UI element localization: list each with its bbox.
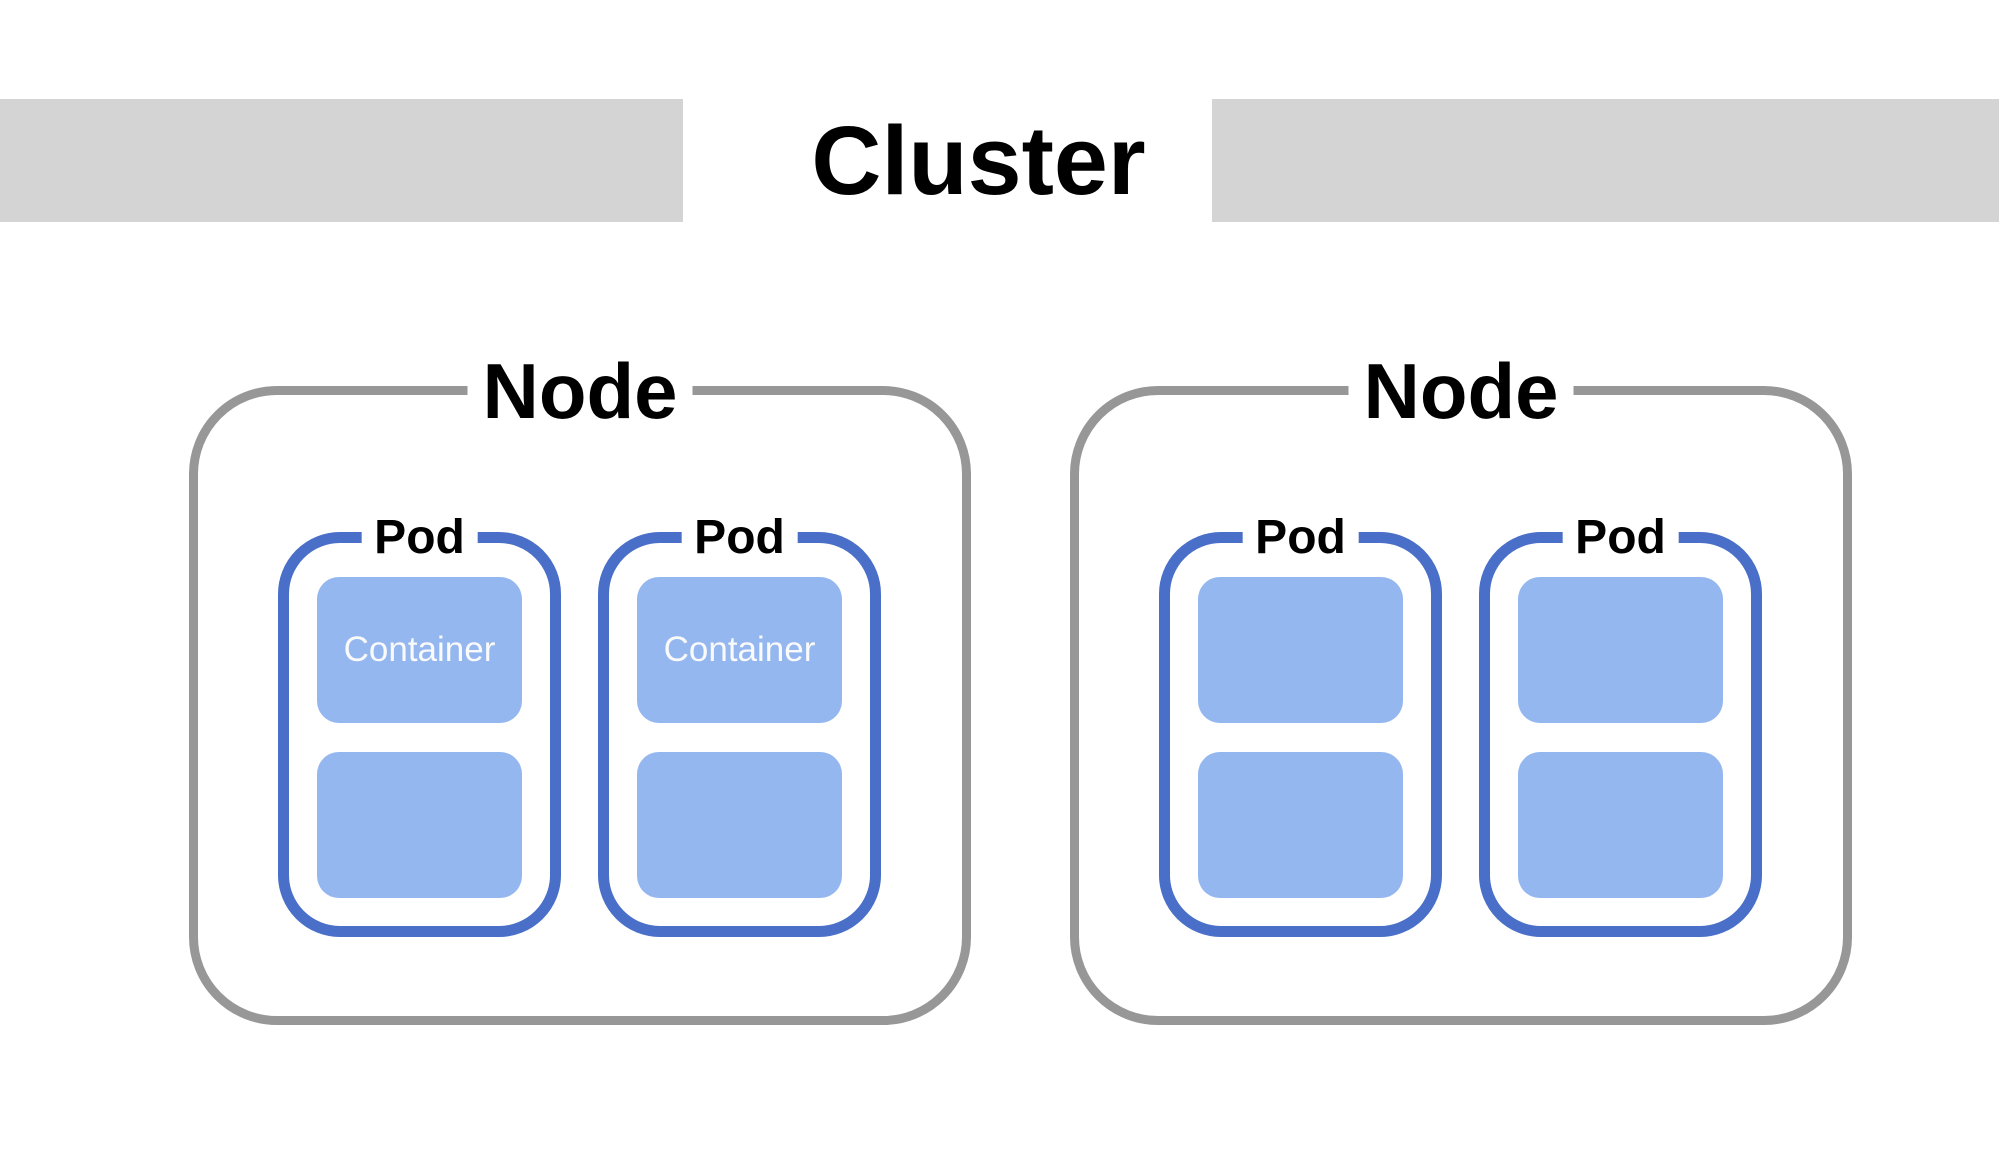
pod-box: Pod Container [598, 513, 881, 937]
pod-label: Pod [361, 513, 478, 562]
container-box: Container [317, 577, 522, 723]
pod-box: Pod [1479, 513, 1762, 937]
container-box [1518, 577, 1723, 723]
pod-label: Pod [1242, 513, 1359, 562]
container-label: Container [343, 630, 496, 669]
container-box [1198, 752, 1403, 898]
pod-box: Pod Container [278, 513, 561, 937]
cluster-title: Cluster [811, 105, 1146, 215]
container-box [1198, 577, 1403, 723]
node-box: Node Pod Pod [1070, 351, 1852, 1025]
container-box [317, 752, 522, 898]
node-label: Node [1348, 351, 1574, 430]
container-box [1518, 752, 1723, 898]
pod-box: Pod [1159, 513, 1442, 937]
node-box: Node Pod Container Pod Container [189, 351, 971, 1025]
container-box: Container [637, 577, 842, 723]
container-box [637, 752, 842, 898]
pod-label: Pod [681, 513, 798, 562]
node-label: Node [467, 351, 693, 430]
container-label: Container [663, 630, 816, 669]
cluster-banner-right [1212, 99, 1999, 222]
pod-label: Pod [1562, 513, 1679, 562]
cluster-banner-left [0, 99, 683, 222]
